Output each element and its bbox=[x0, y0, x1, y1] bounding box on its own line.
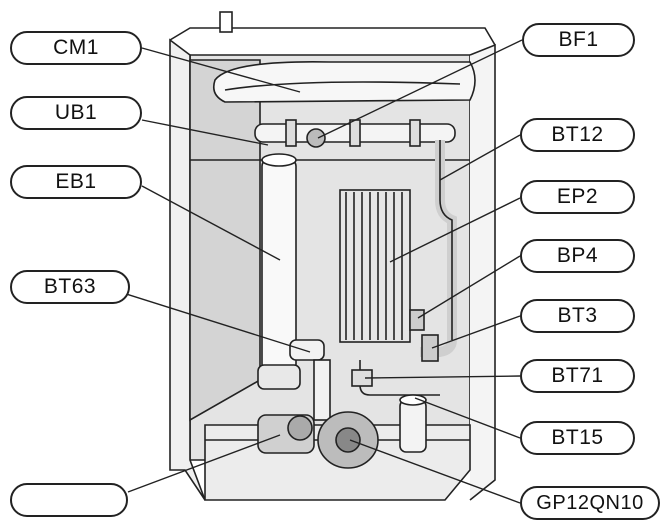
leader-gp12 bbox=[349, 439, 521, 504]
leader-bt15 bbox=[414, 397, 521, 439]
sensor-bt3 bbox=[421, 334, 439, 362]
leader-bf1 bbox=[317, 39, 523, 139]
pipe-bt63 bbox=[289, 339, 325, 361]
label-gp12qn10: GP12QN10 bbox=[520, 486, 660, 520]
cabinet bbox=[169, 11, 496, 501]
label-bt71-text: BT71 bbox=[551, 364, 604, 387]
leader-bt12 bbox=[439, 134, 521, 181]
manifold-joint-1 bbox=[285, 119, 297, 147]
label-ub1: UB1 bbox=[10, 96, 142, 130]
label-eb1: EB1 bbox=[10, 165, 142, 199]
top-nozzle bbox=[219, 11, 233, 33]
leader-ep2 bbox=[389, 197, 521, 263]
leader-eb1 bbox=[141, 185, 281, 261]
label-bf1: BF1 bbox=[522, 23, 635, 57]
label-bp4-text: BP4 bbox=[556, 244, 599, 267]
label-bt15: BT15 bbox=[520, 421, 635, 455]
plate-heat-exchanger-ep2 bbox=[339, 189, 411, 343]
label-cm1: CM1 bbox=[10, 31, 142, 65]
cabinet-inner-shade bbox=[189, 59, 261, 422]
leader-bt3 bbox=[431, 315, 521, 349]
label-bt63-text: BT63 bbox=[43, 275, 97, 298]
label-bt3: BT3 bbox=[520, 299, 635, 333]
filter-bt15-top bbox=[399, 394, 427, 406]
leader-lines bbox=[119, 39, 523, 504]
leader-unnamed bbox=[127, 434, 281, 493]
leader-cm1 bbox=[141, 47, 301, 93]
label-ub1-text: UB1 bbox=[54, 101, 98, 124]
valve-motor bbox=[287, 415, 313, 441]
leader-bp4 bbox=[417, 255, 521, 319]
leader-bt63 bbox=[119, 291, 311, 353]
valve-bf1 bbox=[306, 128, 326, 148]
cabinet-right-upright bbox=[469, 43, 496, 501]
label-ep2: EP2 bbox=[520, 180, 635, 214]
manifold-joint-3 bbox=[409, 119, 421, 147]
filter-bt15 bbox=[399, 399, 427, 453]
label-bt3-text: BT3 bbox=[557, 304, 598, 327]
label-unnamed bbox=[10, 483, 128, 517]
label-bt63: BT63 bbox=[10, 270, 130, 304]
cabinet-top-frame bbox=[169, 27, 496, 46]
label-bt12-text: BT12 bbox=[551, 123, 604, 146]
label-gp12qn10-text: GP12QN10 bbox=[536, 491, 644, 514]
eb1-base bbox=[257, 364, 301, 390]
eb1-top bbox=[261, 153, 297, 167]
leader-ub1 bbox=[141, 119, 269, 146]
top-tank-inner bbox=[224, 81, 461, 91]
sensor-bp4 bbox=[409, 309, 425, 331]
leader-bt71 bbox=[364, 375, 521, 379]
manifold-joint-2 bbox=[349, 119, 361, 147]
label-bt71: BT71 bbox=[520, 359, 635, 393]
label-bt15-text: BT15 bbox=[551, 426, 604, 449]
right-pipe-outline bbox=[439, 140, 453, 340]
label-eb1-text: EB1 bbox=[55, 170, 97, 193]
drop-pipe bbox=[313, 359, 331, 421]
label-bp4: BP4 bbox=[520, 239, 635, 273]
label-bt12: BT12 bbox=[520, 118, 635, 152]
label-cm1-text: CM1 bbox=[53, 36, 99, 59]
label-bf1-text: BF1 bbox=[558, 28, 599, 51]
pump-hub bbox=[335, 427, 361, 453]
label-ep2-text: EP2 bbox=[556, 185, 599, 208]
